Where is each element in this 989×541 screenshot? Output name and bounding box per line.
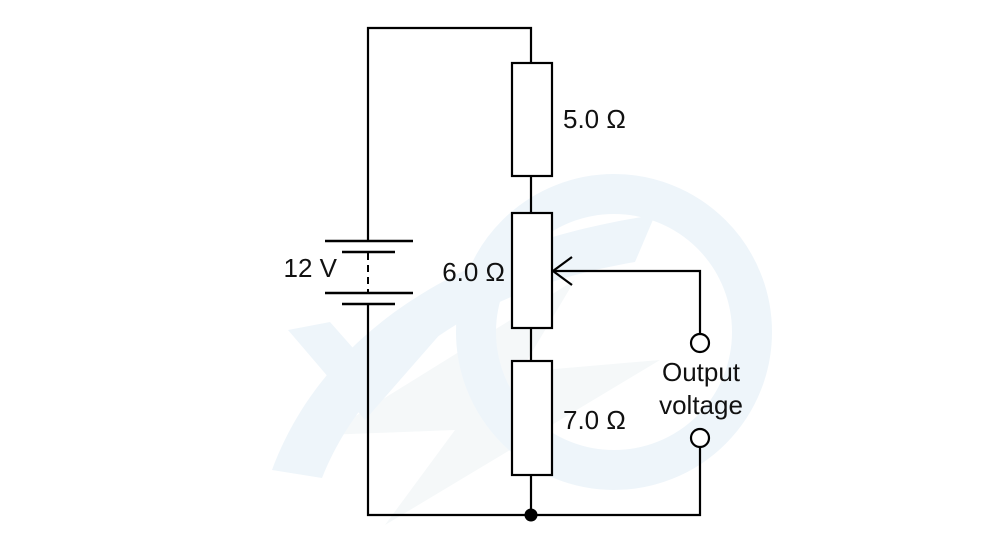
battery-label: 12 V (284, 253, 338, 283)
wiper-wire (554, 269, 702, 334)
battery-symbol (325, 239, 413, 306)
resistor-5ohm-box (510, 61, 554, 178)
watermark-logo (272, 174, 772, 525)
potentiometer-6ohm-label: 6.0 Ω (442, 257, 505, 287)
output-terminal-bottom (689, 427, 711, 449)
resistor-7ohm-label: 7.0 Ω (563, 405, 626, 435)
potentiometer-6ohm-box (510, 211, 554, 330)
output-voltage-label-line2: voltage (659, 390, 743, 420)
output-voltage-label-line1: Output (662, 357, 741, 387)
wiper-arrowhead-icon (551, 256, 573, 286)
watermark-check (288, 300, 470, 420)
output-terminal-top (689, 332, 711, 354)
watermark-swoosh (272, 215, 655, 478)
watermark-ring (456, 174, 772, 490)
junction-dot (524, 508, 538, 522)
resistor-5ohm-label: 5.0 Ω (563, 104, 626, 134)
wire-top-run (366, 26, 533, 241)
resistor-7ohm-box (510, 359, 554, 477)
